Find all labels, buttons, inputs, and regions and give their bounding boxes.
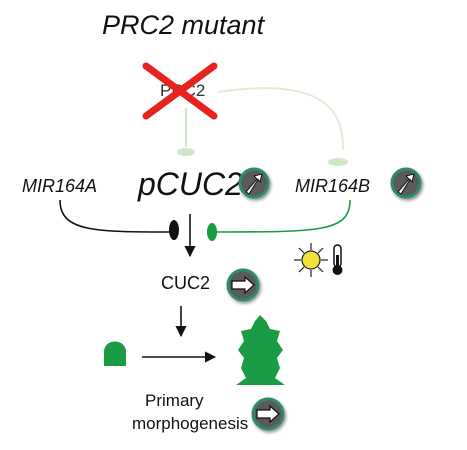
mir164a-label: MIR164A (22, 176, 98, 196)
pcuc2-label: pCUC2 (138, 166, 243, 202)
mir164b-inhibitor-end (207, 223, 217, 241)
thermometer-icon (332, 244, 343, 275)
up-arrow-badge-icon (238, 167, 270, 199)
prc2-inhibition-faded (177, 87, 348, 166)
mir164b-label: MIR164B (295, 176, 371, 196)
mir164a-inhibition-line (59, 199, 175, 233)
right-arrow-badge-icon (251, 397, 285, 431)
cuc2-label: CUC2 (161, 273, 211, 293)
organ-icon (236, 315, 285, 385)
morphogenesis-label-line1: Primary (145, 391, 204, 410)
up-arrow-badge-icon (390, 167, 422, 199)
diagram-title: PRC2 mutant (102, 10, 265, 40)
primordium-icon (104, 341, 126, 366)
morphogenesis-label-line2: morphogenesis (132, 414, 249, 433)
sun-icon (294, 243, 328, 277)
mir164b-inhibition-line (211, 199, 351, 233)
right-arrow-badge-icon (226, 268, 260, 302)
mir164a-inhibitor-end (169, 220, 179, 240)
cross-icon (142, 62, 218, 120)
